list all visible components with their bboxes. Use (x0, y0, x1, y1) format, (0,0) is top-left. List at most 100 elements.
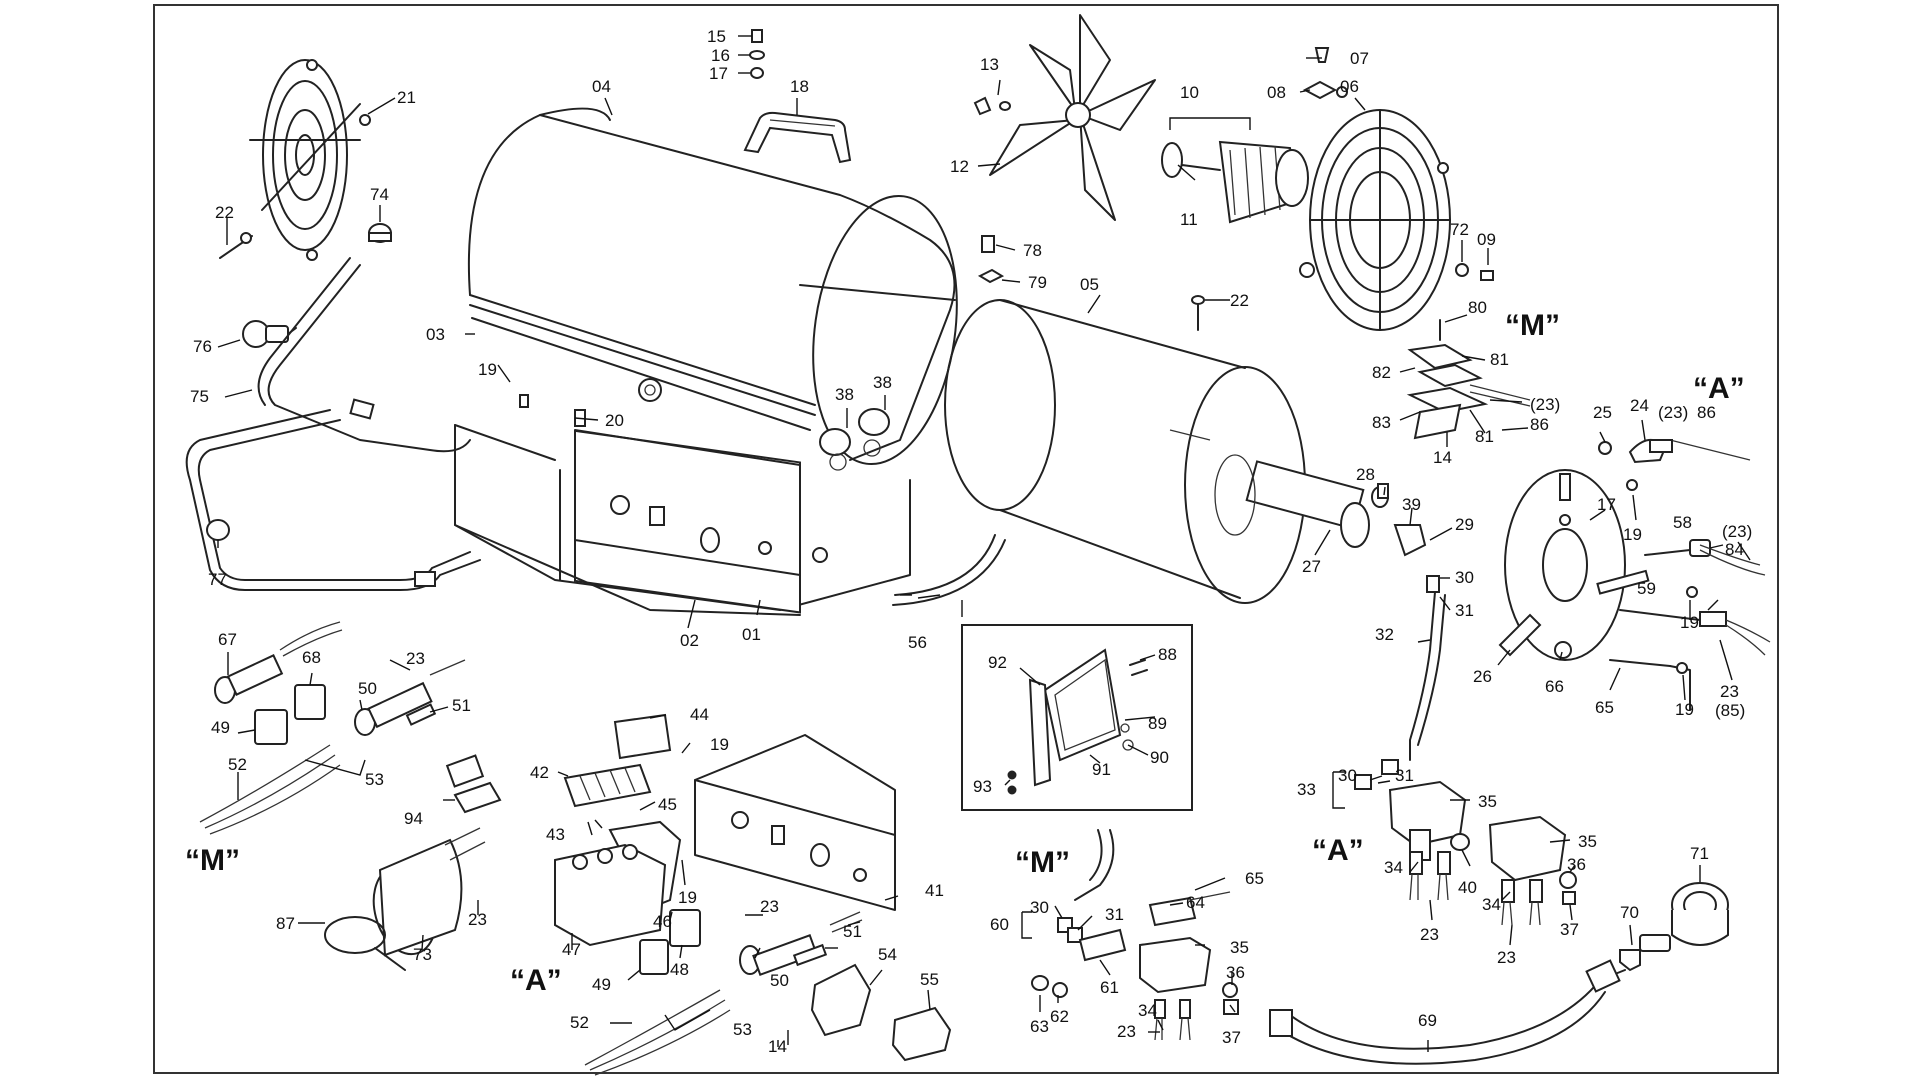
junction-box-part (554, 843, 667, 947)
thermostat-bulb-part (214, 621, 343, 704)
callout-65b: 65 (1245, 869, 1264, 888)
callout-13: 13 (980, 55, 999, 74)
variant-label-a-top: “A” (1693, 372, 1745, 405)
callout-46: 46 (653, 912, 672, 931)
callout-43: 43 (546, 825, 565, 844)
callout-45: 45 (658, 795, 677, 814)
callout-51b: 51 (843, 922, 862, 941)
callout-05: 05 (1080, 275, 1099, 294)
callout-22b: 22 (1230, 291, 1249, 310)
frame-tube-part (185, 257, 481, 591)
callout-23c: (23) (1658, 403, 1688, 422)
callout-23i: 23 (760, 897, 779, 916)
callout-94: 94 (404, 809, 423, 828)
callout-37b: 37 (1222, 1028, 1241, 1047)
callout-84: 84 (1725, 540, 1744, 559)
callout-44: 44 (690, 705, 709, 724)
callout-48: 48 (670, 960, 689, 979)
callout-39: 39 (1402, 495, 1421, 514)
callout-10: 10 (1180, 83, 1199, 102)
callout-76: 76 (193, 337, 212, 356)
fitting-part (1562, 891, 1576, 905)
callout-67: 67 (218, 630, 237, 649)
gas-regulator-part (1639, 882, 1729, 952)
callout-labels: 01 02 03 04 05 06 07 08 09 10 11 12 13 1… (190, 27, 1752, 1056)
fan-blade-part (989, 14, 1156, 221)
rear-fan-guard-part (249, 59, 371, 261)
callout-31c: 31 (1105, 905, 1124, 924)
carry-handle-part (743, 111, 852, 164)
wire-bundle-part (199, 744, 341, 835)
screw-part (1686, 586, 1698, 598)
gas-hose-part (1269, 959, 1626, 1065)
callout-90: 90 (1150, 748, 1169, 767)
callout-80: 80 (1468, 298, 1487, 317)
screw-part (1314, 47, 1330, 63)
callout-30b: 30 (1338, 766, 1357, 785)
callout-30c: 30 (1030, 898, 1049, 917)
clip-part (1302, 80, 1338, 100)
callout-56: 56 (908, 633, 927, 652)
callout-11: 11 (1180, 210, 1198, 229)
screw-part (1676, 662, 1688, 674)
callout-55: 55 (920, 970, 939, 989)
callout-54: 54 (878, 945, 897, 964)
callout-33: 33 (1297, 780, 1316, 799)
callout-50a: 50 (358, 679, 377, 698)
callout-23f: 23 (1420, 925, 1439, 944)
elbow-fitting-part (1619, 949, 1641, 972)
callout-23b: (23) (1530, 395, 1560, 414)
callout-61: 61 (1100, 978, 1119, 997)
callout-30a: 30 (1455, 568, 1474, 587)
small-relay-part (453, 781, 502, 814)
callout-23d: (23) (1722, 522, 1752, 541)
callout-49a: 49 (211, 718, 230, 737)
callout-19d: 19 (1675, 700, 1694, 719)
callout-21: 21 (397, 88, 416, 107)
screw-part (1191, 295, 1205, 331)
callout-70: 70 (1620, 903, 1639, 922)
callout-38a: 38 (835, 385, 854, 404)
base-housing-part (454, 394, 911, 616)
callout-22a: 22 (215, 203, 234, 222)
callout-02: 02 (680, 631, 699, 650)
callout-34c: 34 (1138, 1001, 1157, 1020)
screw-part (219, 232, 253, 259)
callout-64: 64 (1186, 893, 1205, 912)
callout-81b: 81 (1475, 427, 1494, 446)
variant-label-m-top: “M” (1505, 309, 1560, 342)
callout-23e: 23 (1720, 682, 1739, 701)
callout-34b: 34 (1482, 895, 1501, 914)
callout-26: 26 (1473, 667, 1492, 686)
nut-part (1554, 641, 1572, 659)
callout-34a: 34 (1384, 858, 1403, 877)
callout-06: 06 (1340, 77, 1359, 96)
callout-77: 77 (208, 570, 227, 589)
capacitor-part (372, 754, 486, 957)
callout-36a: 36 (1567, 855, 1586, 874)
terminal-block-part (563, 763, 652, 808)
upper-shell-part (467, 107, 958, 471)
relay-part (613, 713, 672, 760)
callout-81a: 81 (1490, 350, 1509, 369)
wire-bundle-part (584, 989, 731, 1076)
callout-83: 83 (1372, 413, 1391, 432)
diagram-frame (153, 4, 1779, 1074)
fitting-part (1450, 833, 1470, 851)
callout-87: 87 (276, 914, 295, 933)
igniter-part (739, 911, 863, 976)
screw-part (981, 235, 995, 253)
callout-66: 66 (1545, 677, 1564, 696)
callout-19b: 19 (1623, 525, 1642, 544)
callout-93: 93 (973, 777, 992, 796)
callout-73: 73 (413, 945, 432, 964)
callout-65a: 65 (1595, 698, 1614, 717)
callout-74: 74 (370, 185, 389, 204)
callout-31b: 31 (1395, 766, 1414, 785)
callout-14a: 14 (1433, 448, 1452, 467)
callout-20: 20 (605, 411, 624, 430)
callout-04: 04 (592, 77, 611, 96)
screw-part (1626, 479, 1638, 491)
callout-72: 72 (1450, 220, 1469, 239)
callout-69: 69 (1418, 1011, 1437, 1030)
